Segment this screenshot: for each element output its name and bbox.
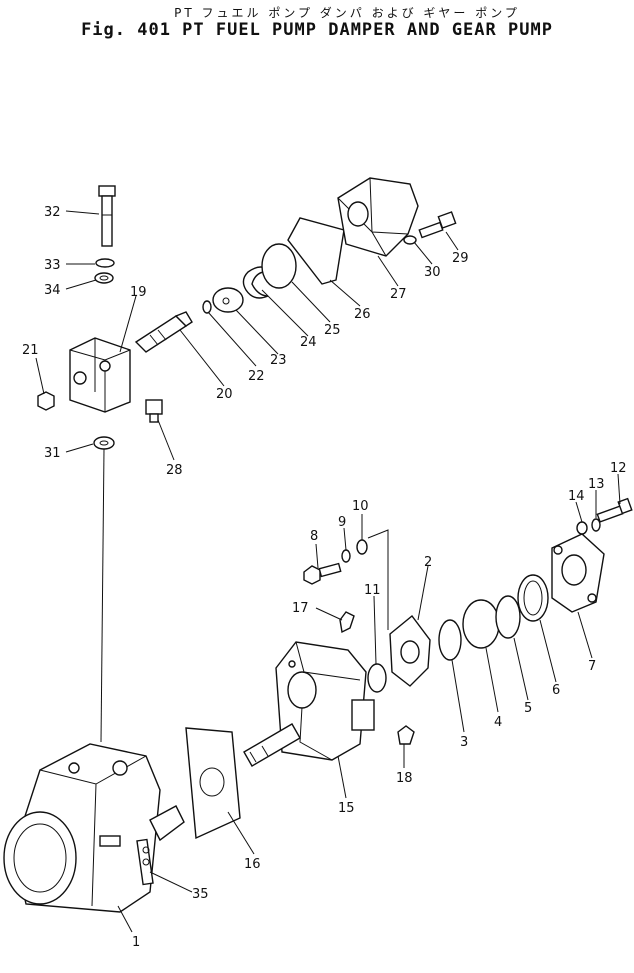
callout-3: 3	[460, 735, 468, 750]
part-32-bolt	[98, 185, 116, 247]
part-15-gear-pump	[243, 641, 375, 767]
callout-34: 34	[44, 283, 61, 298]
callout-26: 26	[354, 307, 371, 322]
part-20-plunger	[134, 311, 193, 353]
callout-24: 24	[300, 335, 317, 350]
part-5-o-ring	[495, 595, 521, 639]
part-6-ring	[517, 574, 549, 622]
callout-20: 20	[216, 387, 233, 402]
callout-30: 30	[424, 265, 441, 280]
part-16-gasket	[185, 727, 241, 840]
callout-5: 5	[524, 701, 532, 716]
title-japanese: PT フュエル ポンプ ダンパ および ギヤー ポンプ	[174, 6, 520, 20]
callout-8: 8	[310, 529, 318, 544]
part-3-o-ring	[438, 619, 462, 661]
callout-1: 1	[132, 935, 140, 950]
callout-6: 6	[552, 683, 560, 698]
callout-32: 32	[44, 205, 61, 220]
callout-18: 18	[396, 771, 413, 786]
part-21-nut	[37, 391, 55, 411]
part-9-washer	[341, 549, 351, 563]
part-10-washer	[356, 539, 368, 555]
callout-13: 13	[588, 477, 605, 492]
part-27-damper-cover	[337, 177, 419, 257]
part-26-gasket	[287, 217, 345, 285]
callout-21: 21	[22, 343, 39, 358]
part-8-bolt	[303, 562, 342, 585]
callout-4: 4	[494, 715, 502, 730]
part-33-snap-ring	[95, 258, 115, 268]
callout-9: 9	[338, 515, 346, 530]
part-17-elbow	[339, 611, 355, 634]
callout-31: 31	[44, 446, 61, 461]
callout-19: 19	[130, 285, 147, 300]
callout-labels: 32 33 34 19 21 31 28 20 22 23 24 25 26 2…	[22, 205, 627, 950]
alignment-line	[100, 448, 105, 743]
callout-27: 27	[390, 287, 407, 302]
part-29-bolt	[418, 211, 457, 239]
callout-23: 23	[270, 353, 287, 368]
part-34-washer	[94, 272, 114, 284]
part-7-cover	[551, 533, 605, 613]
callout-25: 25	[324, 323, 341, 338]
callout-33: 33	[44, 258, 61, 273]
part-31-washer	[93, 436, 115, 450]
callout-28: 28	[166, 463, 183, 478]
part-19-damper-housing	[69, 337, 131, 413]
part-28-plug	[145, 399, 163, 423]
part-14-washer	[576, 521, 588, 535]
part-4-plate	[462, 599, 500, 649]
part-23-plate	[212, 287, 244, 313]
part-12-bolt	[596, 497, 633, 523]
callout-2: 2	[424, 555, 432, 570]
callout-16: 16	[244, 857, 261, 872]
callout-35: 35	[192, 887, 209, 902]
leader-lines	[35, 210, 621, 933]
callout-15: 15	[338, 801, 355, 816]
part-13-washer	[591, 518, 601, 532]
callout-7: 7	[588, 659, 596, 674]
figure-title: Fig. 401 PT FUEL PUMP DAMPER AND GEAR PU…	[81, 20, 553, 40]
part-22-o-ring	[202, 300, 212, 314]
callout-11: 11	[364, 583, 381, 598]
callout-17: 17	[292, 601, 309, 616]
callout-10: 10	[352, 499, 369, 514]
callout-14: 14	[568, 489, 585, 504]
callout-29: 29	[452, 251, 469, 266]
part-35-fitting	[136, 838, 154, 886]
part-1-fuel-pump	[3, 743, 185, 913]
part-30-washer	[403, 235, 417, 245]
callout-22: 22	[248, 369, 265, 384]
leader-bracket	[367, 529, 389, 630]
part-18-elbow	[397, 725, 415, 745]
part-2-flange	[389, 614, 431, 687]
callout-12: 12	[610, 461, 627, 476]
part-11-o-ring	[367, 663, 387, 693]
part-25-o-ring	[261, 243, 297, 289]
